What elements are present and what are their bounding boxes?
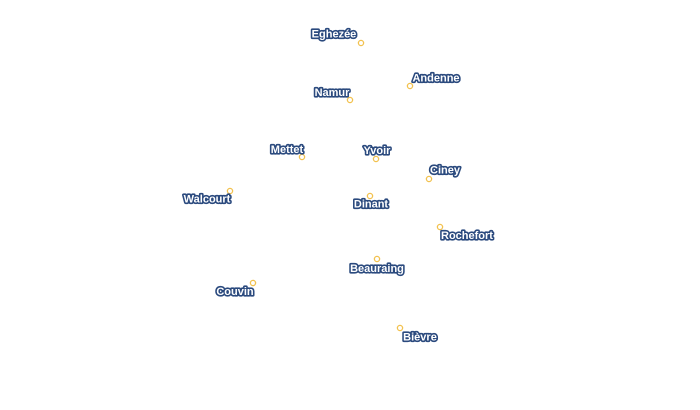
- place-marker[interactable]: [357, 39, 365, 47]
- place-marker[interactable]: [373, 255, 381, 263]
- place-walcourt[interactable]: Walcourt: [182, 187, 234, 207]
- place-label: Andenne: [412, 73, 459, 85]
- place-label: Ciney: [430, 165, 461, 177]
- place-marker[interactable]: [406, 82, 414, 90]
- place-label: Dinant: [354, 199, 389, 211]
- place-marker[interactable]: [436, 223, 444, 231]
- place-eghezee[interactable]: Eghezée: [310, 27, 365, 47]
- place-marker[interactable]: [298, 153, 306, 161]
- place-dinant[interactable]: Dinant: [352, 192, 390, 212]
- place-label: Bièvre: [403, 332, 437, 344]
- place-marker[interactable]: [372, 155, 380, 163]
- place-label: Couvin: [216, 286, 254, 298]
- place-beauraing[interactable]: Beauraing: [349, 255, 405, 277]
- place-label: Walcourt: [184, 194, 231, 206]
- place-marker[interactable]: [249, 279, 257, 287]
- place-label: Yvoir: [364, 145, 392, 157]
- place-couvin[interactable]: Couvin: [215, 279, 257, 300]
- place-marker[interactable]: [425, 175, 433, 183]
- place-marker[interactable]: [346, 96, 354, 104]
- place-label: Rochefort: [441, 230, 493, 242]
- place-marker[interactable]: [226, 187, 234, 195]
- place-label: Namur: [315, 87, 351, 99]
- place-ciney[interactable]: Ciney: [425, 163, 462, 183]
- place-namur[interactable]: Namur: [313, 85, 354, 104]
- place-andenne[interactable]: Andenne: [406, 71, 461, 90]
- place-rochefort[interactable]: Rochefort: [436, 223, 495, 244]
- place-label: Eghezée: [312, 29, 357, 41]
- place-bievre[interactable]: Bièvre: [396, 324, 438, 345]
- place-marker[interactable]: [396, 324, 404, 332]
- place-marker[interactable]: [366, 192, 374, 200]
- place-yvoir[interactable]: Yvoir: [362, 143, 393, 163]
- place-label: Beauraing: [350, 263, 404, 275]
- place-mettet[interactable]: Mettet: [269, 142, 306, 161]
- place-label: Mettet: [271, 144, 304, 156]
